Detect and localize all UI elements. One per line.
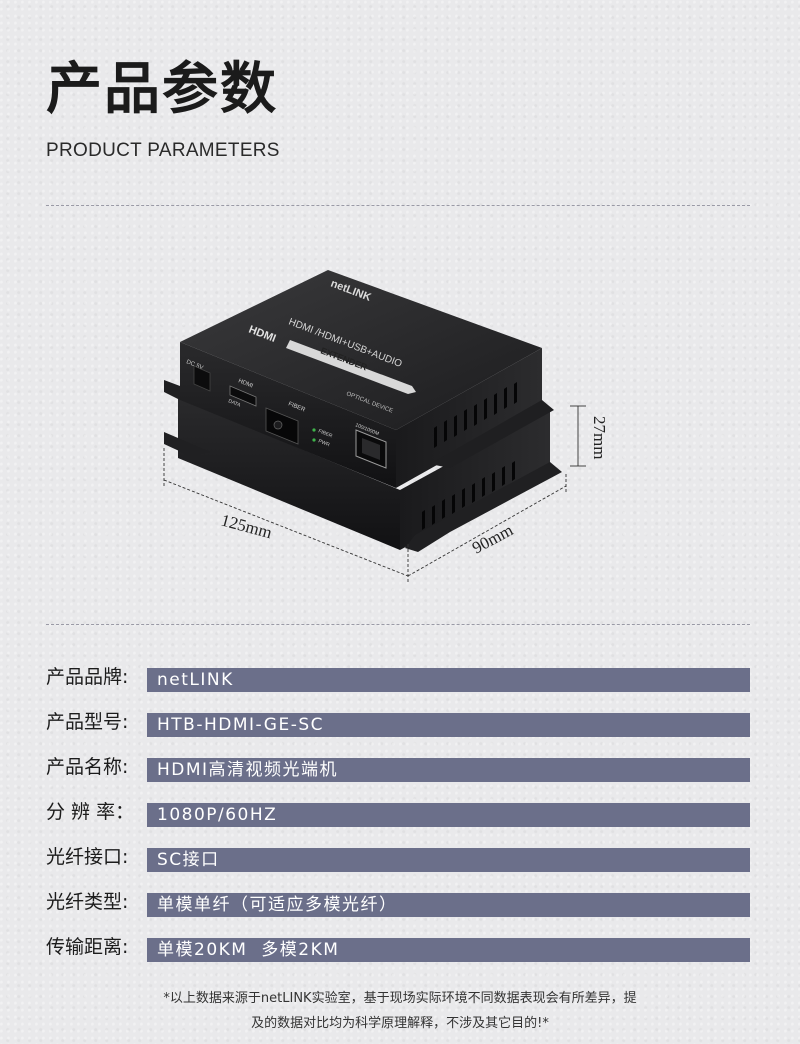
footnote-line-1: *以上数据来源于netLINK实验室，基于现场实际环境不同数据表现会有所差异，提 [163, 991, 637, 1006]
bottom-divider [46, 624, 750, 625]
param-value: netLINK [157, 670, 234, 690]
dc-port [193, 365, 211, 392]
product-drawing: netLINK HDMI /HDMI+USB+AUDIO HDMI EXTEND… [163, 270, 609, 582]
param-value-bar: HDMI高清视频光端机 [147, 758, 750, 782]
hdmi-port-label: HDMI [237, 378, 254, 389]
page-subtitle: PRODUCT PARAMETERS [46, 140, 280, 161]
param-row-fiber-type: 光纤类型: 单模单纤（可适应多模光纤） [46, 889, 750, 934]
dimension-lines [163, 405, 586, 582]
param-value: 1080P/60HZ [157, 805, 278, 825]
param-value: 单模20KM 多模2KM [157, 940, 340, 960]
upper-unit-side [396, 348, 542, 488]
hdmi-port [229, 385, 257, 407]
lower-mount-ear-right [405, 462, 562, 552]
lower-unit-front [178, 398, 400, 550]
param-label: 传输距离: [46, 936, 129, 958]
footnote-line-2: 及的数据对比均为科学原理解释，不涉及其它目的!* [251, 1016, 549, 1031]
fiber-led-icon [312, 428, 316, 432]
param-value-bar: 1080P/60HZ [147, 803, 750, 827]
product-image: netLINK HDMI /HDMI+USB+AUDIO HDMI EXTEND… [150, 260, 620, 600]
param-value: 单模单纤（可适应多模光纤） [157, 895, 398, 915]
fiber-port-hole [273, 420, 283, 430]
param-row-model: 产品型号: HTB-HDMI-GE-SC [46, 709, 750, 754]
lower-vent-slots [422, 461, 515, 530]
fiber-led-label: FIBER [317, 428, 333, 439]
length-dimension-label: 125mm [219, 511, 274, 543]
param-label: 光纤接口: [46, 846, 129, 868]
lower-unit-side [400, 408, 550, 550]
height-dimension-label: 27mm [590, 416, 609, 459]
page-title: 产品参数 [46, 57, 278, 122]
parameter-list: 产品品牌: netLINK 产品型号: HTB-HDMI-GE-SC 产品名称:… [46, 664, 750, 979]
extender-arrow [286, 340, 416, 394]
param-value-bar: 单模20KM 多模2KM [147, 938, 750, 962]
upper-unit-top [180, 270, 542, 430]
data-label: DATA [227, 398, 242, 409]
upper-mount-ear-left [164, 380, 180, 400]
upper-mount-ear-right [430, 400, 554, 468]
param-label: 产品品牌: [46, 666, 129, 688]
param-row-resolution: 分 辨 率： 1080P/60HZ [46, 799, 750, 844]
param-row-name: 产品名称: HDMI高清视频光端机 [46, 754, 750, 799]
upper-vent-slots [434, 382, 517, 448]
upper-unit-front [180, 342, 396, 488]
param-row-brand: 产品品牌: netLINK [46, 664, 750, 709]
param-value-bar: netLINK [147, 668, 750, 692]
param-label: 产品型号: [46, 711, 129, 733]
ethernet-port-inner [362, 438, 380, 460]
footnote: *以上数据来源于netLINK实验室，基于现场实际环境不同数据表现会有所差异，提… [0, 986, 800, 1036]
param-label: 光纤类型: [46, 891, 129, 913]
param-value-bar: 单模单纤（可适应多模光纤） [147, 893, 750, 917]
width-dimension-label: 90mm [469, 520, 516, 557]
param-value: SC接口 [157, 850, 220, 870]
param-label: 产品名称: [46, 756, 129, 778]
lower-mount-ear-left [164, 432, 210, 456]
pwr-led-label: PWR [317, 438, 330, 448]
param-label: 分 辨 率： [46, 801, 135, 823]
top-divider [46, 205, 750, 206]
param-value: HDMI高清视频光端机 [157, 760, 339, 780]
param-value-bar: HTB-HDMI-GE-SC [147, 713, 750, 737]
param-row-fiber-interface: 光纤接口: SC接口 [46, 844, 750, 889]
param-value: HTB-HDMI-GE-SC [157, 715, 324, 735]
param-value-bar: SC接口 [147, 848, 750, 872]
param-row-distance: 传输距离: 单模20KM 多模2KM [46, 934, 750, 979]
pwr-led-icon [312, 438, 316, 442]
